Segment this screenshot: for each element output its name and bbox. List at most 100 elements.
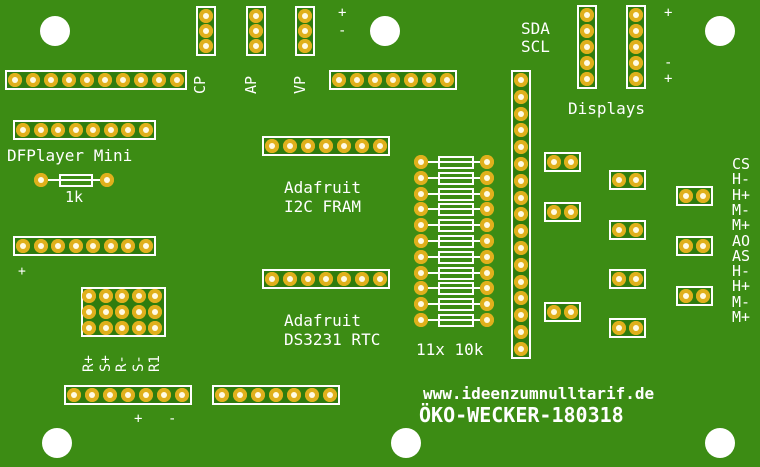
solder-pad: [199, 39, 213, 53]
website-label: www.ideenzumnulltarif.de: [423, 384, 655, 403]
solder-pad: [100, 173, 114, 187]
solder-pad: [679, 289, 693, 303]
solder-pad: [98, 73, 112, 87]
pin-function-label: M+: [732, 216, 751, 235]
rtc-label-1: Adafruit: [284, 311, 362, 330]
resistor-lead: [428, 240, 480, 242]
solder-pad: [16, 239, 30, 253]
resistor-lead: [428, 303, 480, 306]
solder-pad: [121, 388, 135, 402]
solder-pad: [82, 289, 96, 303]
solder-pad: [86, 123, 100, 137]
solder-pad: [170, 73, 184, 87]
solder-pad: [301, 272, 315, 286]
solder-pad: [33, 239, 48, 253]
solder-pad: [480, 297, 494, 312]
solder-pad: [514, 106, 528, 121]
solder-pad: [629, 8, 643, 22]
mounting-hole: [391, 428, 421, 458]
solder-pad: [157, 388, 171, 402]
display-minus-label: -: [664, 55, 673, 71]
solder-pad: [139, 388, 153, 402]
solder-pad: [414, 170, 428, 185]
solder-pad: [33, 123, 48, 137]
solder-pad: [51, 239, 65, 253]
solder-pad: [121, 239, 135, 253]
solder-pad: [251, 388, 265, 402]
resistor-10k: [438, 266, 474, 280]
bottom-minus-label: -: [168, 411, 177, 427]
display-plus2-label: +: [664, 71, 673, 87]
solder-pad: [480, 313, 494, 327]
solder-pad: [414, 234, 428, 248]
bottom-plus-label: +: [134, 411, 143, 427]
solder-pad: [121, 123, 135, 137]
solder-pad: [148, 321, 162, 335]
solder-pad: [68, 239, 83, 253]
solder-pad: [103, 388, 117, 402]
solder-pad: [199, 9, 213, 23]
solder-pad: [480, 202, 494, 217]
solder-pad: [514, 89, 528, 104]
resistor-lead: [428, 255, 480, 258]
solder-pad: [138, 239, 153, 253]
solder-pad: [514, 325, 528, 339]
sensor-pin-label: R1: [147, 355, 163, 372]
solder-pad: [98, 289, 113, 303]
solder-pad: [86, 239, 100, 253]
solder-pad: [547, 305, 561, 319]
mounting-hole: [705, 428, 735, 458]
solder-pad: [580, 72, 594, 86]
solder-pad: [298, 39, 312, 53]
solder-pad: [629, 40, 643, 54]
solder-pad: [355, 272, 369, 286]
solder-pad: [514, 190, 528, 205]
solder-pad: [629, 173, 643, 187]
cp-label: CP: [191, 75, 209, 94]
solder-pad: [131, 289, 146, 303]
scl-label: SCL: [521, 37, 550, 56]
resistor-10k: [438, 219, 474, 233]
solder-pad: [440, 73, 454, 87]
resistor-lead: [428, 176, 480, 179]
solder-pad: [629, 56, 643, 70]
sda-label: SDA: [521, 19, 550, 38]
solder-pad: [612, 321, 626, 335]
solder-pad: [414, 281, 428, 296]
solder-pad: [414, 297, 428, 312]
solder-pad: [287, 388, 301, 402]
fram-label-1: Adafruit: [284, 178, 362, 197]
solder-pad: [422, 73, 436, 87]
solder-pad: [414, 218, 428, 233]
pin-minus-label: -: [338, 23, 347, 39]
resistor-1k-label: 1k: [65, 188, 84, 206]
solder-pad: [696, 239, 710, 253]
solder-pad: [34, 173, 48, 187]
solder-pad: [514, 123, 528, 138]
solder-pad: [199, 24, 213, 38]
solder-pad: [414, 202, 428, 217]
solder-pad: [215, 388, 229, 402]
solder-pad: [115, 305, 129, 319]
solder-pad: [175, 388, 189, 402]
solder-pad: [679, 239, 693, 253]
solder-pad: [480, 155, 494, 169]
solder-pad: [152, 73, 166, 87]
resistor-10k: [438, 156, 474, 169]
solder-pad: [16, 123, 30, 137]
solder-pad: [547, 205, 561, 219]
resistor-1k: [59, 174, 93, 187]
dfplayer-label: DFPlayer Mini: [7, 146, 133, 165]
solder-pad: [612, 223, 626, 237]
solder-pad: [298, 24, 312, 38]
solder-pad: [283, 139, 297, 153]
solder-pad: [514, 140, 528, 155]
pin-function-label: H-: [732, 170, 751, 189]
solder-pad: [629, 72, 643, 86]
solder-pad: [82, 321, 96, 335]
resistor-lead: [428, 192, 480, 195]
solder-pad: [103, 239, 118, 253]
solder-pad: [696, 189, 710, 203]
mounting-hole: [40, 16, 70, 46]
solder-pad: [514, 241, 528, 255]
